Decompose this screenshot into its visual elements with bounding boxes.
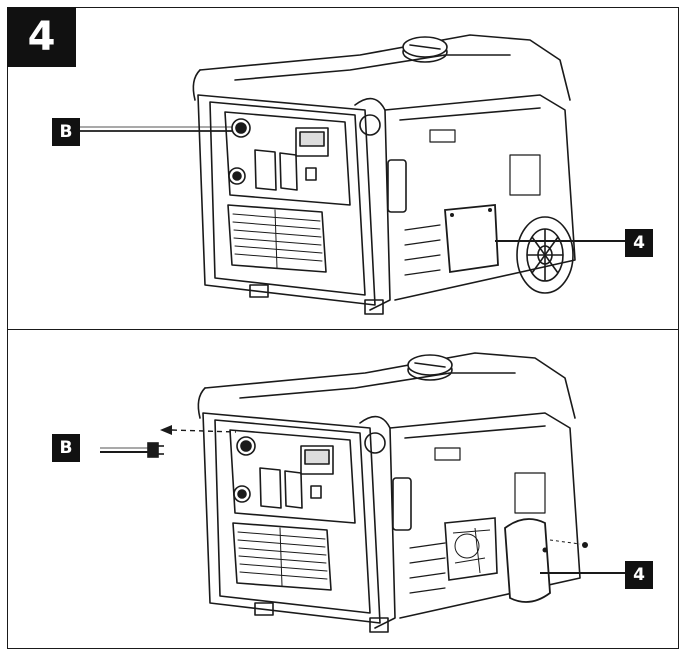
figure-number: 4 (7, 7, 76, 67)
generator-top (192, 34, 576, 315)
plug-icon (100, 442, 164, 458)
panel-divider (7, 329, 679, 330)
generator-bottom (197, 352, 588, 633)
callout-b-bottom: B (52, 434, 80, 462)
callout-4-bottom: 4 (625, 561, 653, 589)
arrow-left-icon (160, 425, 237, 435)
callout-4-top: 4 (625, 229, 653, 257)
figure-frame (7, 7, 679, 649)
callout-b-top: B (52, 118, 80, 146)
